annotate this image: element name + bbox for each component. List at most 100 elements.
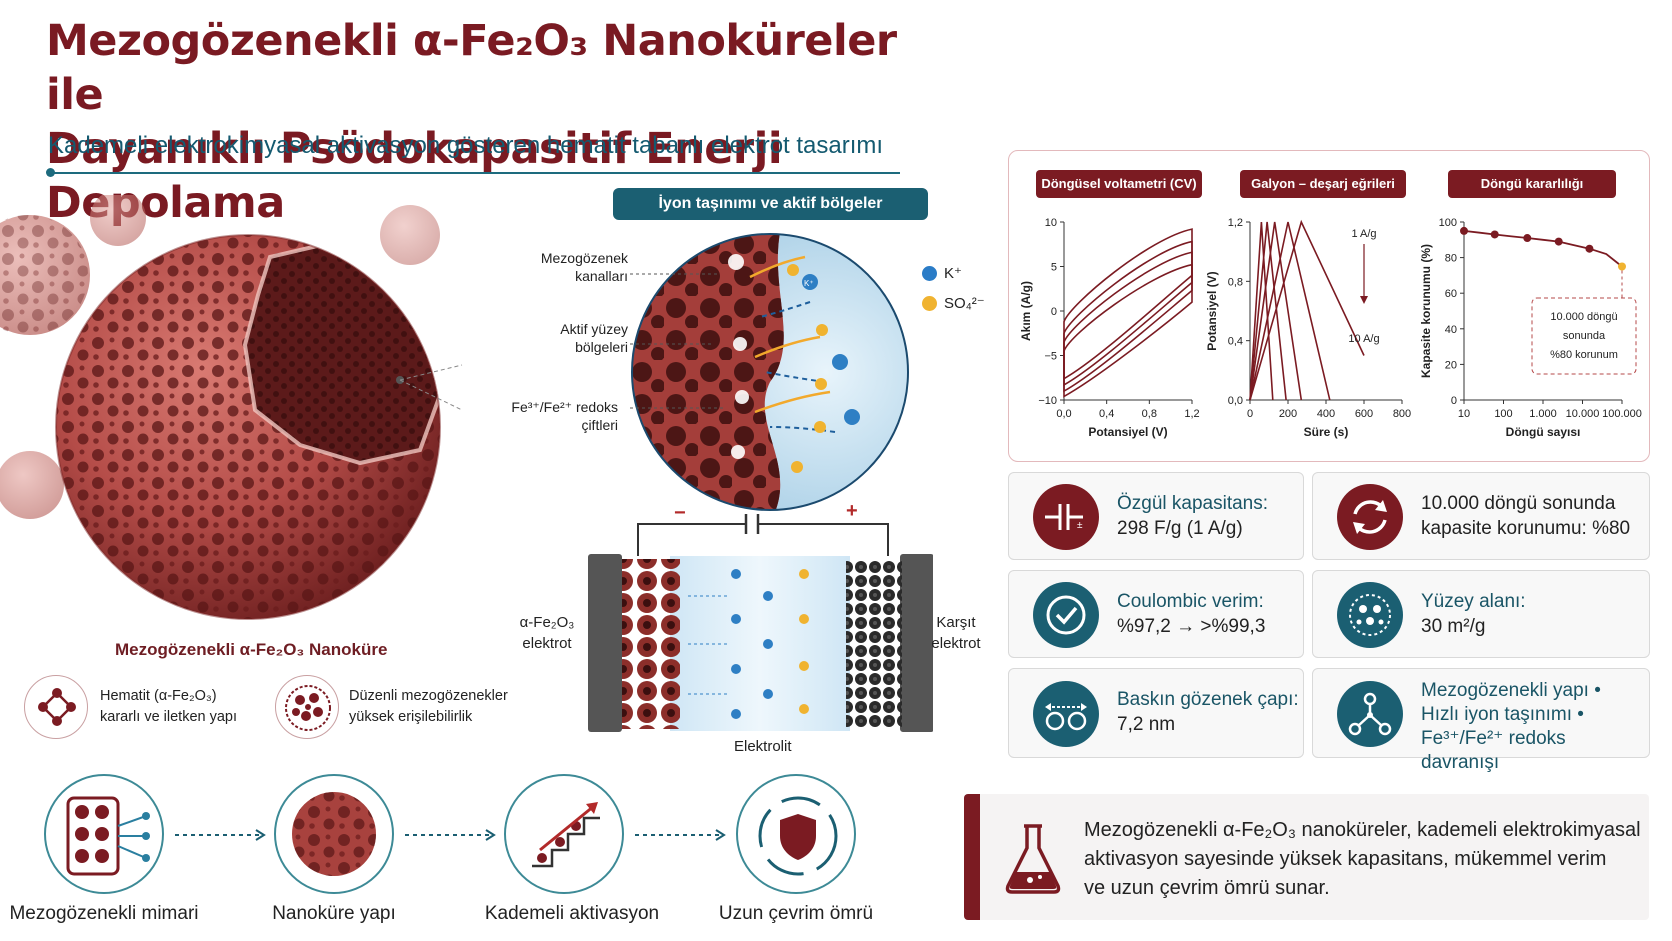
- stab-x-tick-label: 1.000: [1529, 408, 1557, 420]
- summary-line2: aktivasyon sayesinde yüksek kapasitans, …: [1084, 848, 1607, 870]
- stat-coulombic-efficiency: Coulombic verim: %97,2 → >%99,3: [1008, 570, 1304, 658]
- cv-y-tick-label: 10: [1045, 217, 1057, 229]
- stab-y-tick-label: 40: [1445, 324, 1457, 336]
- stat-pore-diameter: Baskın gözenek çapı: 7,2 nm: [1008, 668, 1304, 758]
- stat-line1: Coulombic verim:: [1117, 591, 1264, 612]
- stab-y-tick-label: 0: [1451, 395, 1457, 407]
- cv-x-tick-label: 0,8: [1142, 408, 1157, 420]
- summary-line3: ve uzun çevrim ömrü sunar.: [1084, 877, 1330, 899]
- title-line-1: Mezogözenekli α-Fe₂O₃ Nanoküreler ile: [46, 16, 897, 120]
- gcd-y-tick-label: 0,8: [1228, 276, 1243, 288]
- chart-title-cv: Döngüsel voltametri (CV): [1036, 170, 1202, 198]
- stab-annotation-line-2: sonunda: [1563, 330, 1606, 342]
- cycle-refresh-icon: [1337, 484, 1403, 550]
- cell-minus-sign: −: [674, 502, 686, 524]
- stat-line2: %97,2 → >%99,3: [1117, 616, 1266, 637]
- stab-point: [1554, 237, 1563, 246]
- right-electrode-label: Karşıt elektrot: [931, 614, 981, 652]
- chart-title-stability: Döngü kararlılığı: [1448, 170, 1616, 198]
- page-title: Mezogözenekli α-Fe₂O₃ Nanoküreler ile Da…: [46, 14, 946, 230]
- subtitle-divider: [48, 172, 900, 174]
- cv-loop-1: [1063, 263, 1193, 381]
- cv-y-tick-label: 5: [1051, 262, 1057, 274]
- stab-x-tick-label: 100: [1494, 408, 1512, 420]
- gcd-arrow-head: [1360, 296, 1368, 304]
- stab-y-tick-label: 20: [1445, 359, 1457, 371]
- stab-annotation-line-3: %80 korunum: [1550, 349, 1618, 361]
- stat-line2: 30 m²/g: [1421, 616, 1486, 637]
- ion-panel-title: İyon taşınımı ve aktif bölgeler: [613, 188, 928, 220]
- summary-box: Mezogözenekli α-Fe₂O₃ nanoküreler, kadem…: [964, 794, 1649, 920]
- feature-hematite: Hematit (α-Fe₂O₃) kararlı ve iletken yap…: [100, 688, 238, 725]
- gcd-y-label: Potansiyel (V): [1205, 271, 1219, 350]
- stat-line1: Yüzey alanı:: [1421, 591, 1526, 612]
- gcd-curve-4: [1249, 221, 1331, 401]
- label-redox-couples: Fe³⁺/Fe²⁺ redoks çiftleri: [511, 399, 618, 433]
- stab-annotation-box: [1531, 297, 1637, 375]
- svg-text:±: ±: [1077, 520, 1083, 531]
- gcd-x-tick-label: 400: [1317, 408, 1335, 420]
- gcd-curve-3: [1249, 221, 1303, 401]
- ion-label-leaders: [628, 273, 723, 409]
- chart-title-gcd: Galyon – deşarj eğrileri: [1240, 170, 1406, 198]
- stat-line2: 7,2 nm: [1117, 714, 1176, 735]
- electrolyte-label: Elektrolit: [734, 738, 792, 755]
- gcd-x-label: Süre (s): [1304, 425, 1349, 439]
- stat-specific-capacitance: ± Özgül kapasitans: 298 F/g (1 A/g): [1008, 472, 1304, 560]
- left-electrode-label: α-Fe₂O₃ elektrot: [519, 614, 575, 652]
- step-label-long-life: Uzun çevrim ömrü: [718, 903, 874, 924]
- cv-x-tick-label: 1,2: [1184, 408, 1199, 420]
- stab-annotation-line-1: 10.000 döngü: [1550, 311, 1617, 323]
- cell-plus-sign: +: [846, 500, 858, 522]
- stat-structure-summary: Mezogözenekli yapı • Hızlı iyon taşınımı…: [1312, 668, 1650, 773]
- ion-mark-1: K⁺: [804, 279, 814, 288]
- gcd-curve-1: [1249, 221, 1274, 401]
- gcd-curve-5: [1249, 219, 1365, 401]
- flask-icon: [1000, 820, 1066, 901]
- stab-y-tick-label: 80: [1445, 253, 1457, 265]
- stab-point: [1618, 262, 1626, 271]
- title-line-2: Dayanıklı Psödokapasitif Enerji Depolama: [46, 124, 783, 228]
- stab-point: [1460, 226, 1468, 235]
- stat-surface-area: Yüzey alanı: 30 m²/g: [1312, 570, 1650, 658]
- ion-transport-illustration: K⁺: [631, 233, 909, 511]
- hematite-structure-icon: [24, 675, 88, 739]
- cv-y-tick-label: −10: [1038, 395, 1057, 407]
- cv-x-tick-label: 0,0: [1056, 408, 1071, 420]
- summary-line1: Mezogözenekli α-Fe₂O₃ nanoküreler, kadem…: [1084, 819, 1641, 841]
- nanosphere-illustration: [0, 195, 463, 620]
- stab-line: [1463, 230, 1623, 268]
- stab-point: [1585, 244, 1594, 253]
- stab-y-tick-label: 100: [1439, 217, 1457, 229]
- stat-line2: kapasite korunumu: %80: [1421, 518, 1631, 539]
- stat-line1: Baskın gözenek çapı:: [1117, 689, 1299, 710]
- surface-area-icon: [1337, 582, 1403, 648]
- stab-point: [1490, 230, 1499, 239]
- step-label-activation: Kademeli aktivasyon: [484, 903, 660, 924]
- stab-x-tick-label: 100.000: [1602, 408, 1642, 420]
- page-subtitle: Kademeli elektrokimyasal aktivasyon göst…: [48, 132, 884, 159]
- cv-x-label: Potansiyel (V): [1088, 425, 1167, 439]
- stab-x-label: Döngü sayısı: [1506, 425, 1581, 439]
- check-icon: [1033, 582, 1099, 648]
- stat-line1: Mezogözenekli yapı •: [1421, 680, 1601, 701]
- gcd-x-tick-label: 0: [1247, 408, 1253, 420]
- step-arrows: [175, 829, 726, 841]
- cv-y-label: Akım (A/g): [1019, 281, 1033, 341]
- stat-line1: 10.000 döngü sonunda: [1421, 493, 1616, 514]
- cv-loop-3: [1063, 240, 1193, 393]
- step-icon-nanosphere: [274, 774, 394, 894]
- network-nodes-icon: [1337, 681, 1403, 747]
- label-active-surface: Aktif yüzey bölgeleri: [560, 321, 628, 355]
- gcd-y-tick-label: 0,4: [1228, 336, 1243, 348]
- gcd-annotation-bottom: 10 A/g: [1348, 333, 1379, 345]
- stat-line3: Fe³⁺/Fe²⁺ redoks davranışı: [1421, 728, 1566, 773]
- gcd-x-tick-label: 600: [1355, 408, 1373, 420]
- so4-ion-legend-icon: [922, 296, 937, 311]
- stat-line2: 298 F/g (1 A/g): [1117, 518, 1243, 539]
- cv-loop-4: [1063, 228, 1193, 398]
- pore-diameter-icon: [1033, 681, 1099, 747]
- cv-x-tick-label: 0,4: [1099, 408, 1114, 420]
- gcd-annotation-top: 1 A/g: [1351, 228, 1376, 240]
